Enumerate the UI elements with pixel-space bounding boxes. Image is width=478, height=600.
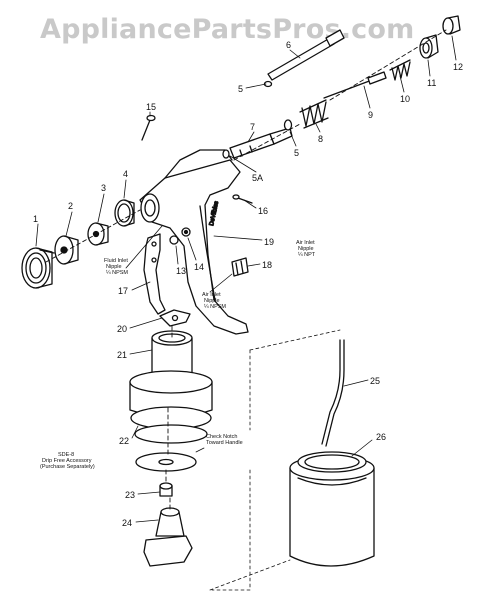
note-fluid-inlet-1: Fluid Inlet <box>104 258 128 264</box>
part-22-cup-cover <box>129 370 213 444</box>
note-check-notch-2: Toward Handle <box>206 440 243 446</box>
part-6-packing-rod <box>267 29 345 81</box>
note-air-inlet-right-3: ¼ NPT <box>298 252 316 258</box>
gun-brand-label: DeVilbiss <box>209 201 220 227</box>
note-air-inlet-left-3: ¼ NPSM <box>204 304 226 310</box>
part-16-screw <box>232 194 253 204</box>
part-21-cup-lid <box>151 330 193 381</box>
note-sde-1: SDE-8 <box>58 452 74 458</box>
part-18-air-inlet-nipple <box>231 257 249 277</box>
note-sde-3: (Purchase Separately) <box>40 464 95 470</box>
part-25-siphon-tube <box>321 339 345 447</box>
part-3-fluid-tip <box>87 222 109 246</box>
label-part-21: 21 <box>117 350 127 360</box>
label-part-25: 25 <box>370 376 380 386</box>
label-part-19: 19 <box>264 237 274 247</box>
label-part-9: 9 <box>368 110 373 120</box>
part-15-screw <box>141 114 156 141</box>
leader-lines <box>35 35 457 523</box>
label-part-16: 16 <box>258 206 268 216</box>
note-fluid-inlet-3: ¼ NPSM <box>106 270 128 276</box>
label-part-5A: 5A <box>252 173 263 183</box>
part-24-cup-fitting <box>143 507 193 567</box>
part-7-needle-assembly <box>229 127 293 159</box>
label-part-24: 24 <box>122 518 132 528</box>
label-part-6: 6 <box>286 40 291 50</box>
part-26-paint-cup <box>289 451 375 567</box>
label-part-22: 22 <box>119 436 129 446</box>
label-part-15: 15 <box>146 102 156 112</box>
note-air-inlet-left-2: Nipple <box>204 298 220 304</box>
part-2-air-cap <box>54 235 79 265</box>
part-20-gasket <box>159 309 191 327</box>
annotation-notes: Fluid Inlet Nipple ¼ NPSM Air Inlet Nipp… <box>40 240 316 470</box>
label-part-12: 12 <box>453 62 463 72</box>
part-10-spring <box>389 59 411 81</box>
label-part-20: 20 <box>117 324 127 334</box>
note-sde-2: Drip Free Accessory <box>42 458 92 464</box>
label-part-11: 11 <box>427 78 436 88</box>
note-air-inlet-right-2: Nipple <box>298 246 314 252</box>
label-part-14: 14 <box>194 262 204 272</box>
label-part-17: 17 <box>118 286 128 296</box>
assembly-guide-lines <box>209 329 341 591</box>
label-part-4: 4 <box>123 169 128 179</box>
label-part-10: 10 <box>400 94 410 104</box>
note-air-inlet-left-1: Air Inlet <box>202 292 221 298</box>
note-fluid-inlet-2: Nipple <box>106 264 122 270</box>
part-23-nut <box>159 482 173 497</box>
label-part-1: 1 <box>33 214 38 224</box>
label-part-5-top: 5 <box>238 84 243 94</box>
label-part-2: 2 <box>68 201 73 211</box>
label-part-8: 8 <box>318 134 323 144</box>
note-air-inlet-right-1: Air Inlet <box>296 240 315 246</box>
part-1-air-cap-ring <box>21 247 55 289</box>
sde-8-drip-free-washer <box>135 452 197 472</box>
label-part-18: 18 <box>262 260 272 270</box>
label-part-7: 7 <box>250 122 255 132</box>
part-4-baffle-ring <box>114 199 135 227</box>
label-part-23: 23 <box>125 490 135 500</box>
part-labels: 1 2 3 4 15 5 6 7 5 8 9 10 11 12 5A 16 19… <box>33 40 463 528</box>
label-part-3: 3 <box>101 183 106 193</box>
watermark: AppliancePartsPros.com <box>40 14 415 45</box>
part-8-spring <box>299 99 329 129</box>
label-part-13: 13 <box>176 266 186 276</box>
label-part-26: 26 <box>376 432 386 442</box>
part-17-trigger <box>143 233 166 315</box>
note-check-notch-1: Check Notch <box>206 434 238 440</box>
part-12-nut <box>442 15 461 35</box>
label-part-5-mid: 5 <box>294 148 299 158</box>
part-11-adjusting-knob <box>419 34 439 59</box>
alignment-lines <box>45 29 447 511</box>
part-13-part-14-fittings <box>169 227 191 245</box>
